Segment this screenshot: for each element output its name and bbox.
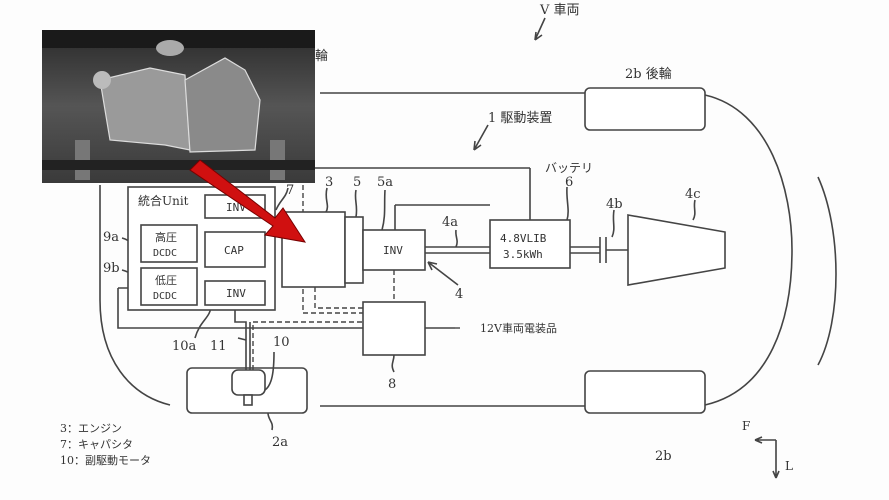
battery-voltage: 4.8VLIB — [500, 232, 547, 245]
label-front-wheel: 輪 — [315, 48, 328, 64]
label-battery: バッテリ — [545, 161, 593, 175]
label-8: 8 — [388, 377, 396, 392]
label-5: 5 — [353, 175, 361, 190]
label-5a: 5a — [377, 175, 393, 190]
unit-inv-bottom — [204, 280, 266, 306]
rear-wheel-bottom — [584, 370, 706, 414]
rear-differential — [627, 214, 726, 286]
lv-dcdc-label-2: DCDC — [153, 291, 177, 302]
label-3: 3 — [325, 175, 333, 190]
hv-dcdc-label-1: 高圧 — [155, 230, 177, 244]
legend-sub-motor: 10：副駆動モータ — [60, 453, 151, 467]
lv-dcdc — [140, 267, 198, 306]
label-9b: 9b — [103, 261, 120, 276]
label-vehicle: V 車両 — [539, 3, 580, 18]
label-7: 7 — [286, 183, 294, 198]
legend-capacitor: 7：キャパシタ — [60, 438, 133, 451]
label-rear-wheel-top: 2b 後輪 — [625, 66, 672, 82]
sub-drive-motor — [231, 369, 266, 396]
label-10: 10 — [273, 335, 290, 350]
label-11: 11 — [210, 339, 227, 354]
engine-bay-photo — [42, 30, 315, 183]
rear-wheel-top — [584, 87, 706, 131]
motor-plate — [344, 216, 364, 284]
label-4a: 4a — [442, 215, 458, 230]
battery — [489, 219, 571, 269]
unit-title: 統合Unit — [138, 193, 189, 208]
box-8 — [362, 301, 426, 356]
label-electrical: 12V車両電装品 — [480, 321, 557, 335]
main-inverter — [362, 229, 426, 271]
main-inverter-label: INV — [383, 244, 403, 257]
motor-shaft — [243, 394, 253, 406]
red-pointer-arrow — [189, 159, 307, 243]
hv-dcdc — [140, 224, 198, 263]
hv-dcdc-label-2: DCDC — [153, 248, 177, 259]
label-forward: F — [742, 419, 750, 433]
label-drive-device: 1 駆動装置 — [488, 111, 552, 126]
label-left: L — [785, 459, 793, 473]
capacitor — [204, 231, 266, 268]
label-4: 4 — [455, 287, 463, 302]
label-6: 6 — [565, 175, 573, 190]
drive-wiring — [100, 17, 696, 431]
reference-labels: V 車両 2b 後輪 輪 1 駆動装置 バッテリ 6 4b 4c 4a 4 3 … — [103, 3, 701, 464]
lv-dcdc-label-1: 低圧 — [155, 274, 177, 287]
label-2a: 2a — [272, 435, 288, 450]
label-2b-bottom: 2b — [655, 449, 672, 464]
direction-indicator: F L — [742, 419, 793, 479]
label-4c: 4c — [685, 187, 701, 202]
vehicle-outline — [99, 92, 837, 407]
label-9a: 9a — [103, 230, 119, 245]
legend: 3：エンジン 7：キャパシタ 10：副駆動モータ — [60, 422, 151, 467]
capacitor-label: CAP — [224, 244, 244, 257]
unit-inv-bottom-label: INV — [226, 287, 246, 300]
label-4b: 4b — [606, 197, 623, 212]
battery-capacity: 3.5kWh — [503, 248, 543, 261]
label-10a: 10a — [172, 339, 197, 354]
legend-engine: 3：エンジン — [60, 422, 122, 435]
